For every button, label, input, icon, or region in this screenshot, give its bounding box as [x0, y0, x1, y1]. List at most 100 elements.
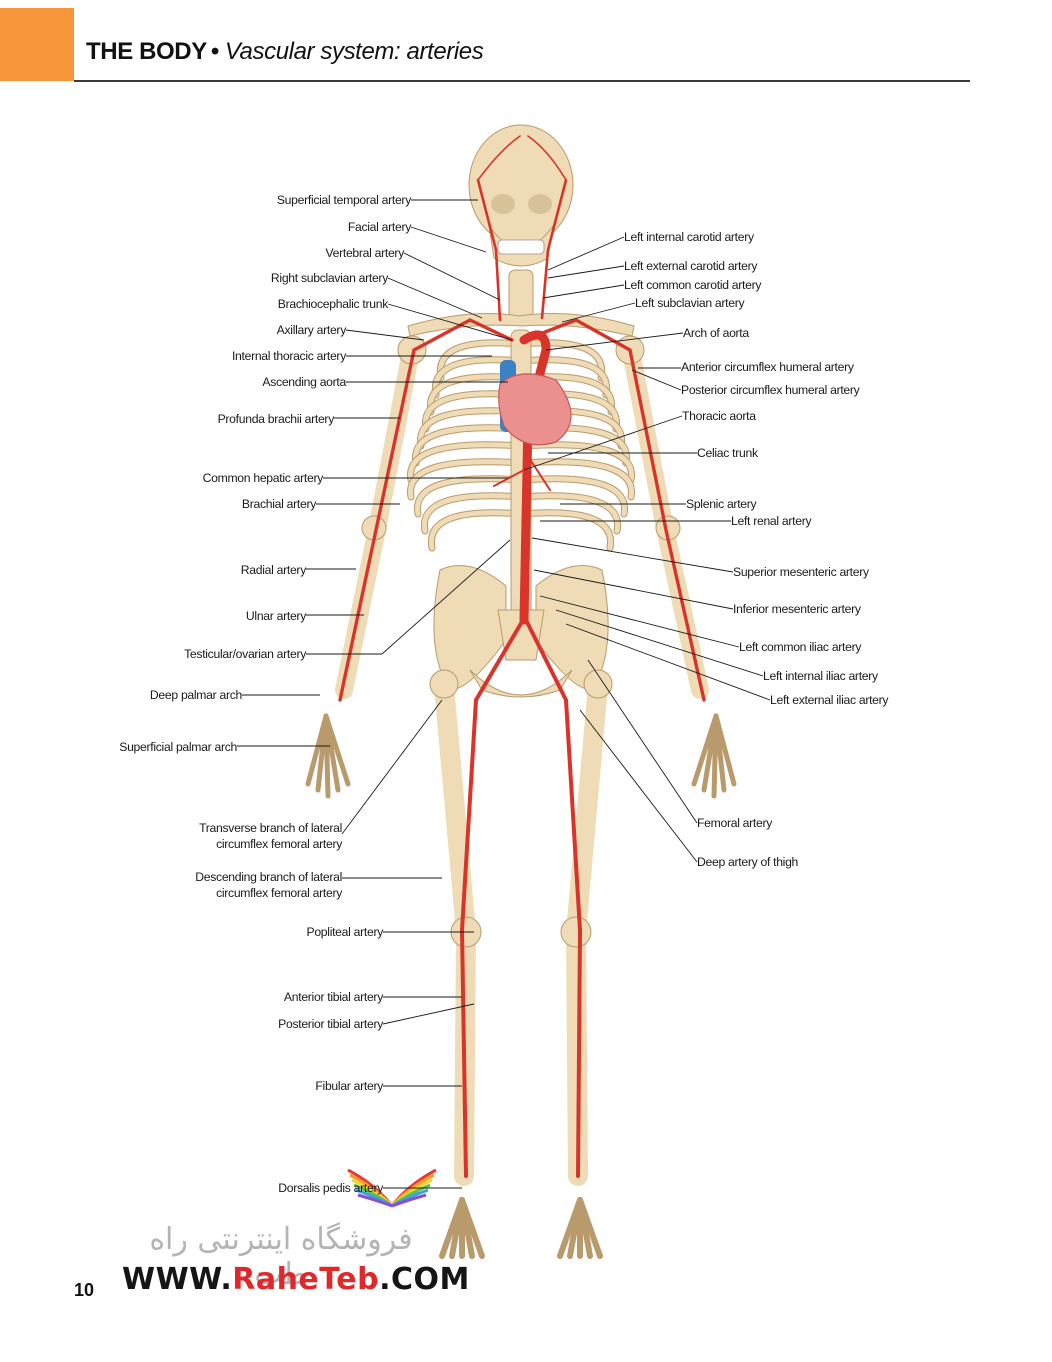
left-ilium — [535, 565, 609, 691]
left-orbit — [528, 194, 552, 214]
foot-bones — [577, 1197, 603, 1259]
label-vertebral-artery: Vertebral artery — [325, 246, 405, 260]
foot-bones — [459, 1197, 485, 1259]
label-leader-lines — [237, 199, 771, 1189]
label-left-subclavian-artery: Left subclavian artery — [635, 296, 745, 310]
heart — [498, 373, 572, 446]
label-inferior-mesenteric-artery: Inferior mesenteric artery — [733, 602, 862, 616]
label-deep-palmar-arch: Deep palmar arch — [150, 688, 242, 702]
label-common-hepatic-artery: Common hepatic artery — [203, 471, 325, 485]
leader-line — [545, 332, 684, 351]
label-ulnar-artery: Ulnar artery — [246, 609, 307, 623]
label-celiac-trunk: Celiac trunk — [697, 446, 759, 460]
right-orbit — [491, 194, 515, 214]
visceral-branches — [493, 449, 551, 491]
scalp-arteries — [477, 135, 567, 181]
label-right-subclavian-artery: Right subclavian artery — [271, 271, 389, 285]
leader-line — [523, 415, 683, 471]
right-hip-joint — [429, 669, 459, 699]
page-header: THE BODY•Vascular system: arteries — [86, 38, 484, 66]
right-ilium — [433, 565, 507, 691]
watermark-logo-icon — [347, 1168, 437, 1208]
label-femoral-artery: Femoral artery — [697, 816, 773, 830]
logo-stroke — [357, 1193, 393, 1208]
leader-line — [539, 595, 740, 648]
chapter-color-tab — [0, 8, 74, 81]
leader-line — [561, 302, 636, 323]
label-left-common-iliac-artery: Left common iliac artery — [739, 640, 862, 654]
label-dorsalis-pedis-artery: Dorsalis pedis artery — [278, 1181, 384, 1195]
leader-line — [587, 659, 698, 824]
label-circumflex-femoral-artery: circumflex femoral artery — [216, 837, 343, 851]
watermark-url-suffix: .COM — [379, 1262, 470, 1297]
watermark-persian-text: فروشگاه اینترنتی راه طب — [149, 1222, 413, 1292]
label-popliteal-artery: Popliteal artery — [307, 925, 385, 939]
label-thoracic-aorta: Thoracic aorta — [682, 409, 756, 423]
label-left-external-carotid-artery: Left external carotid artery — [624, 259, 758, 273]
rib — [421, 493, 621, 534]
leader-line — [381, 539, 511, 655]
leader-line — [542, 284, 625, 299]
label-axillary-artery: Axillary artery — [277, 323, 348, 337]
watermark-url[interactable]: WWW.RaheTeb.COM — [122, 1262, 470, 1297]
label-left-common-carotid-artery: Left common carotid artery — [624, 278, 762, 292]
label-arch-of-aorta: Arch of aorta — [683, 326, 749, 340]
label-circumflex-femoral-artery: circumflex femoral artery — [216, 886, 343, 900]
watermark-url-prefix: WWW. — [122, 1262, 233, 1297]
header-separator: • — [210, 38, 219, 65]
teeth — [497, 239, 545, 255]
leader-line — [547, 236, 625, 271]
label-testicular-ovarian-artery: Testicular/ovarian artery — [184, 647, 307, 661]
label-transverse-branch-of-lateral: Transverse branch of lateral — [199, 821, 342, 835]
leader-line — [382, 1003, 475, 1025]
label-deep-artery-of-thigh: Deep artery of thigh — [697, 855, 798, 869]
leader-line — [403, 252, 501, 301]
label-descending-branch-of-lateral: Descending branch of lateral — [195, 870, 342, 884]
header-subsection: Vascular system: arteries — [224, 38, 484, 65]
label-anterior-circumflex-humeral-artery: Anterior circumflex humeral artery — [681, 360, 855, 374]
skull — [468, 124, 574, 246]
label-fibular-artery: Fibular artery — [315, 1079, 384, 1093]
label-profunda-brachii-artery: Profunda brachii artery — [218, 412, 336, 426]
rib — [428, 510, 614, 551]
left-hip-joint — [583, 669, 613, 699]
finger-bones — [713, 713, 737, 787]
leader-line — [565, 623, 771, 701]
leader-line — [631, 369, 682, 391]
label-superficial-temporal-artery: Superficial temporal artery — [277, 193, 412, 207]
label-internal-thoracic-artery: Internal thoracic artery — [232, 349, 347, 363]
label-left-internal-iliac-artery: Left internal iliac artery — [763, 669, 879, 683]
left-leg-artery — [524, 618, 583, 1178]
label-left-internal-carotid-artery: Left internal carotid artery — [624, 230, 755, 244]
header-section: THE BODY — [86, 38, 207, 65]
page-number: 10 — [74, 1280, 95, 1300]
left-knee — [560, 916, 592, 948]
label-anterior-tibial-artery: Anterior tibial artery — [284, 990, 384, 1004]
label-superficial-palmar-arch: Superficial palmar arch — [119, 740, 237, 754]
finger-bones — [305, 713, 329, 787]
left-carotid-artery — [540, 178, 568, 320]
header-rule — [74, 80, 970, 82]
leader-line — [387, 303, 513, 341]
logo-stroke — [391, 1193, 427, 1208]
leader-line — [341, 699, 443, 835]
label-left-external-iliac-artery: Left external iliac artery — [770, 693, 889, 707]
watermark-url-brand: RaheTeb — [232, 1262, 380, 1297]
leader-line — [387, 277, 483, 319]
label-posterior-circumflex-humeral-artery: Posterior circumflex humeral artery — [681, 383, 861, 397]
label-ascending-aorta: Ascending aorta — [262, 375, 346, 389]
leader-line — [555, 609, 764, 677]
cervical-spine — [508, 269, 534, 319]
pubis — [469, 669, 573, 698]
leader-line — [410, 226, 487, 253]
label-facial-artery: Facial artery — [348, 220, 412, 234]
skeleton-illustration — [305, 124, 737, 1259]
label-brachiocephalic-trunk: Brachiocephalic trunk — [278, 297, 389, 311]
label-posterior-tibial-artery: Posterior tibial artery — [278, 1017, 384, 1031]
label-splenic-artery: Splenic artery — [686, 497, 758, 511]
leader-line — [345, 329, 425, 341]
rib — [408, 442, 634, 483]
right-arm-artery — [338, 318, 514, 702]
label-radial-artery: Radial artery — [241, 563, 307, 577]
